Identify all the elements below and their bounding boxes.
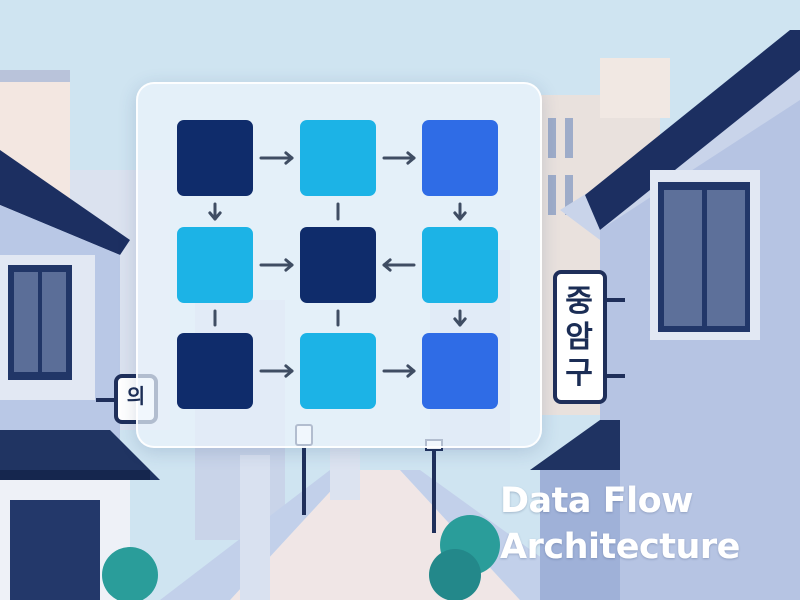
caption-line-2: Architecture	[500, 527, 740, 567]
caption-line-1: Data Flow	[500, 481, 694, 521]
caption-title: Data Flow Architecture	[500, 478, 790, 570]
flow-node-r3c2	[300, 333, 376, 409]
vertical-street-sign: 중 암 구	[555, 284, 603, 392]
flow-node-r1c3	[422, 120, 498, 196]
flow-node-r3c3	[422, 333, 498, 409]
sign-char: 암	[565, 320, 593, 355]
flow-node-r2c2	[300, 227, 376, 303]
flow-node-r1c2	[300, 120, 376, 196]
small-shop-sign: 의	[126, 384, 146, 408]
flow-node-r2c3	[422, 227, 498, 303]
flow-node-r1c1	[177, 120, 253, 196]
flow-node-r3c1	[177, 333, 253, 409]
diagram-panel	[136, 82, 542, 448]
flow-node-r2c1	[177, 227, 253, 303]
sign-char: 구	[565, 356, 593, 391]
sign-char: 중	[565, 284, 593, 319]
